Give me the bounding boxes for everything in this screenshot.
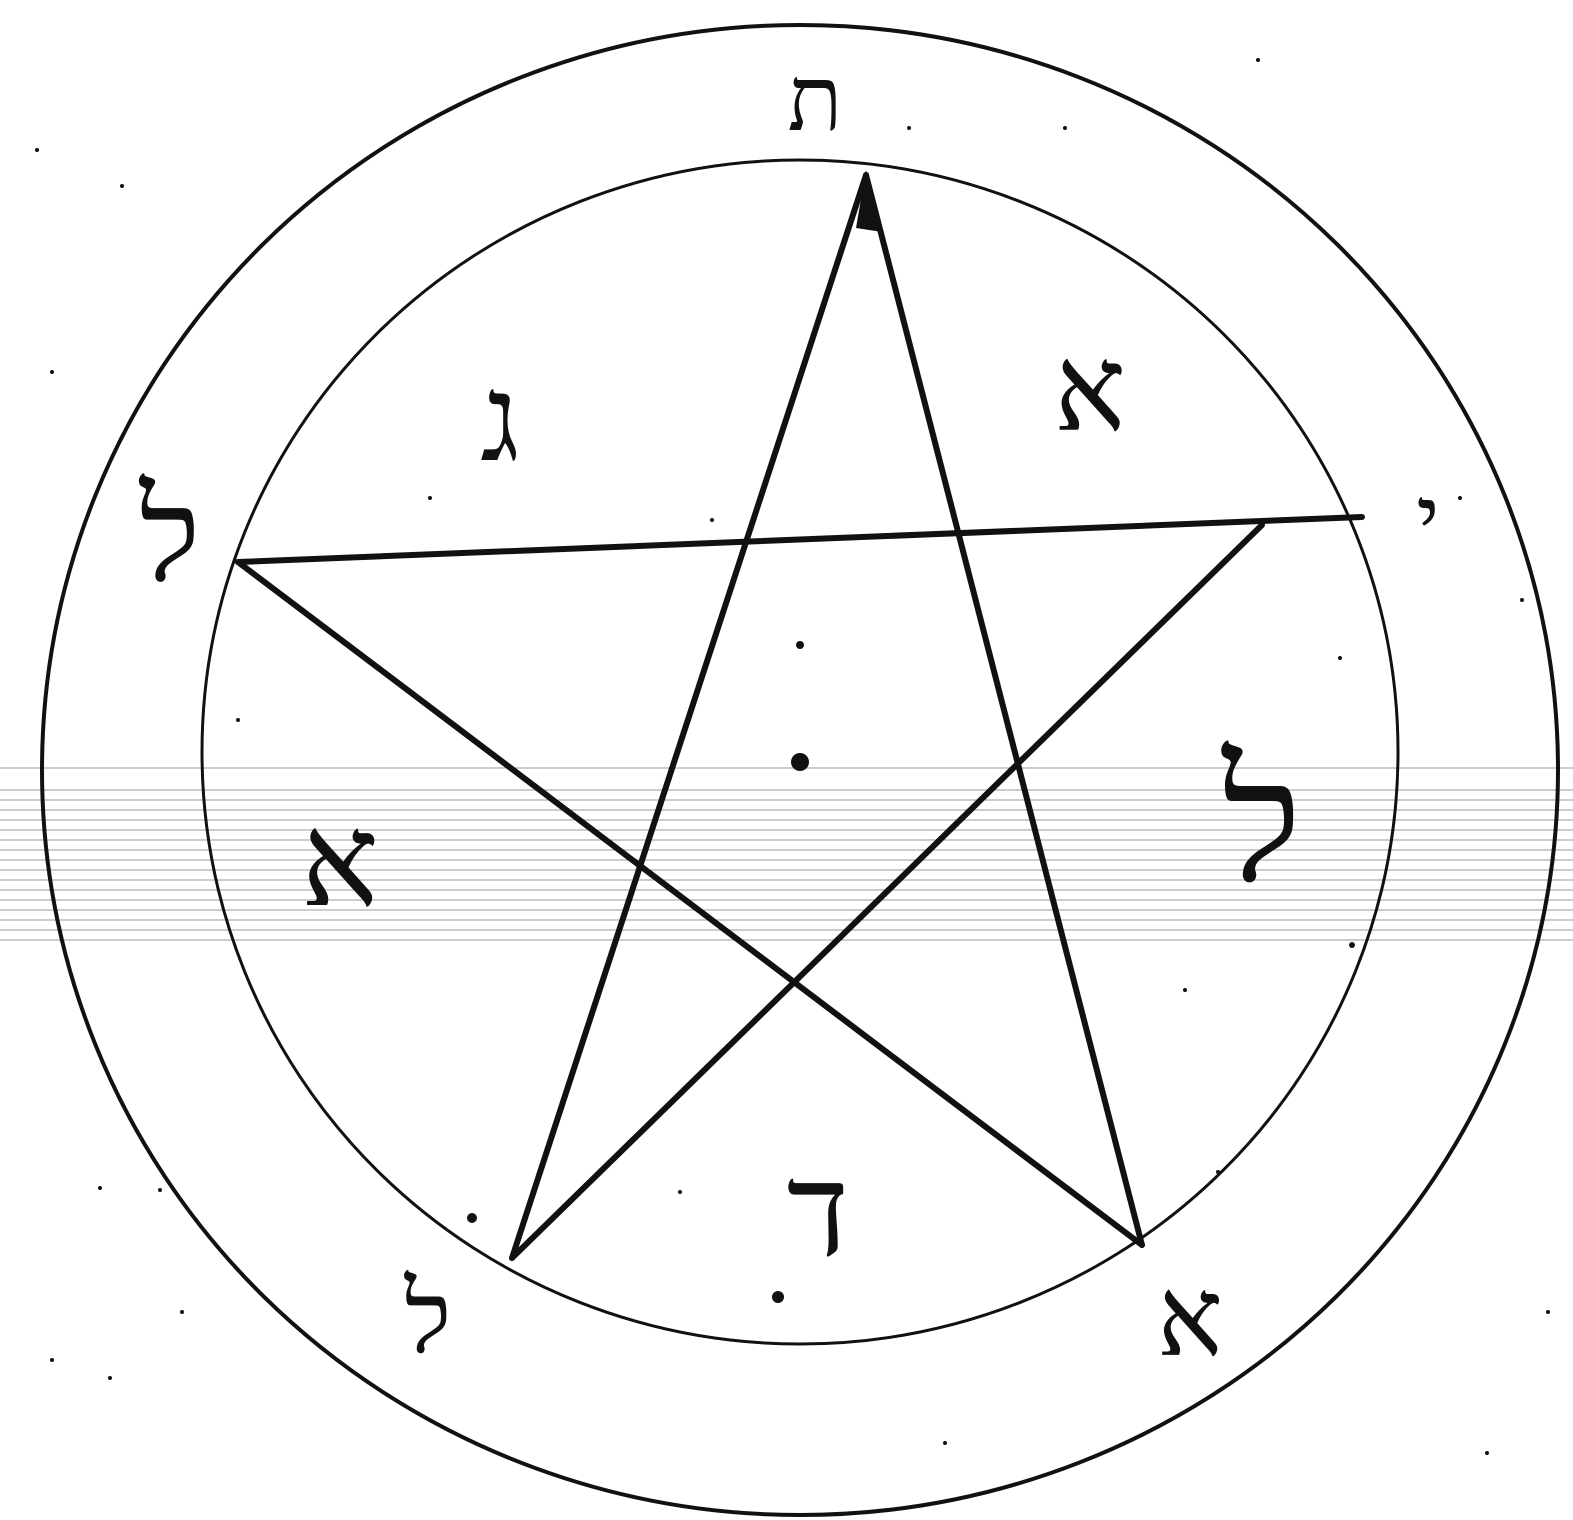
glyph-outer-top: ת [788, 47, 843, 152]
dot-lower-left [467, 1213, 477, 1223]
glyph-inner-upper-left: ג [480, 350, 520, 489]
glyph-outer-lower-right: א [1157, 1253, 1223, 1381]
star-edge-left-to-right [238, 517, 1362, 562]
star-edge-right-to-lower-left [512, 525, 1262, 1258]
glyph-outer-lower-left: ל [404, 1259, 452, 1376]
glyph-inner-upper-right: א [1054, 320, 1126, 459]
dot-bottom [772, 1291, 784, 1303]
glyph-inner-bottom: ד [787, 1134, 850, 1286]
scan-band [0, 768, 1573, 940]
center-dot [791, 753, 809, 771]
dot-upper [796, 641, 804, 649]
star-edge-top-to-lower-left [512, 175, 866, 1258]
pentagram-star [238, 175, 1362, 1258]
glyph-inner-right: ל [1221, 723, 1302, 921]
glyph-outer-upper-right: י [1416, 467, 1440, 572]
glyph-inner-left: א [301, 784, 379, 936]
glyph-outer-upper-left: ל [139, 459, 201, 611]
